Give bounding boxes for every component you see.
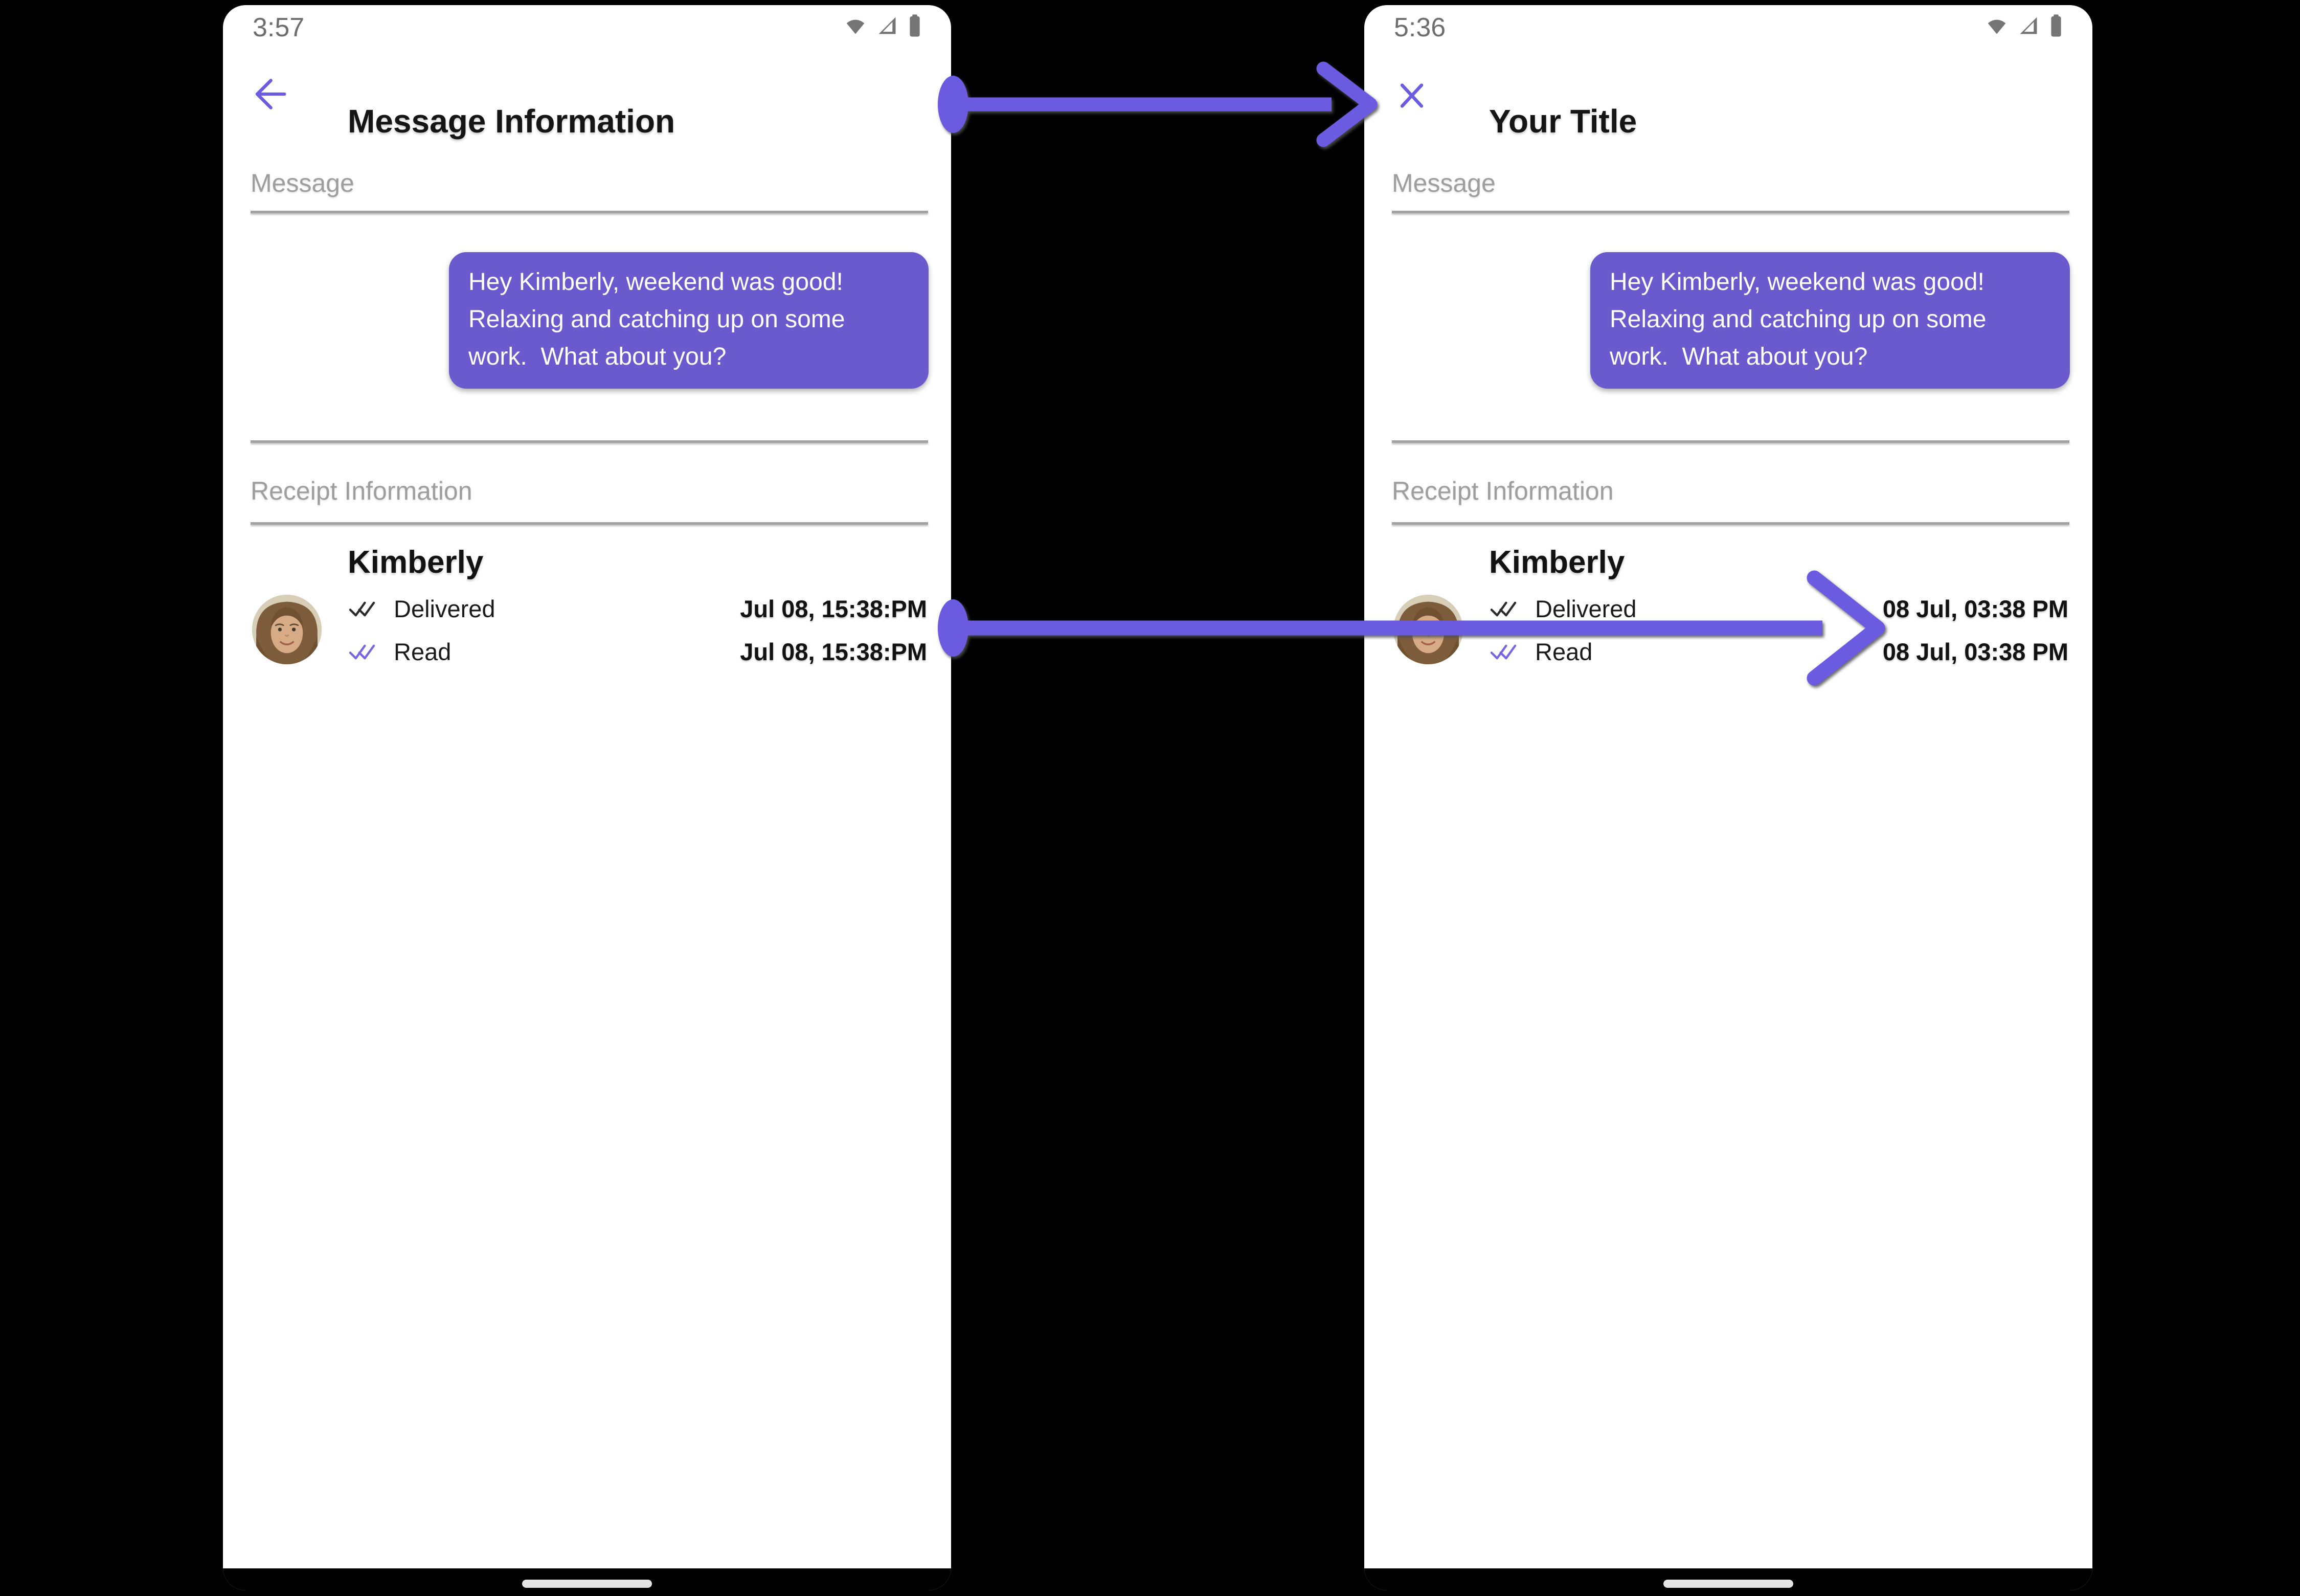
page-title: Your Title — [1489, 102, 1637, 140]
read-status-label: Read — [394, 638, 452, 665]
divider — [251, 211, 928, 213]
gesture-bar[interactable] — [1663, 1580, 1793, 1588]
close-icon[interactable] — [1394, 78, 1430, 114]
delivered-timestamp: Jul 08, 15:38:PM — [740, 595, 927, 622]
message-bubble: Hey Kimberly, weekend was good! Relaxing… — [1590, 252, 2070, 389]
back-arrow-icon[interactable] — [250, 74, 290, 115]
divider — [1392, 211, 2069, 213]
delivered-status-label: Delivered — [394, 595, 495, 622]
navigation-bar — [223, 1568, 951, 1590]
read-timestamp: Jul 08, 15:38:PM — [740, 638, 927, 665]
status-time: 3:57 — [253, 13, 305, 42]
contact-name: Kimberly — [1489, 545, 1625, 580]
read-double-check-icon — [1489, 642, 1518, 662]
message-section-label: Message — [1392, 169, 1496, 197]
receipt-section-label: Receipt Information — [251, 477, 472, 505]
navigation-bar — [1364, 1568, 2092, 1590]
status-time: 5:36 — [1394, 13, 1446, 42]
signal-icon — [2017, 14, 2040, 37]
read-timestamp: 08 Jul, 03:38 PM — [1882, 638, 2068, 665]
contact-name: Kimberly — [348, 545, 484, 580]
status-icons — [1985, 13, 2064, 38]
battery-icon — [2048, 13, 2064, 38]
divider — [1392, 522, 2069, 525]
phone-screen-after: 5:36 Your Title Message Hey Kimberly, we… — [1364, 5, 2092, 1590]
status-icons — [844, 13, 922, 38]
delivered-double-check-icon — [1489, 599, 1518, 619]
delivered-double-check-icon — [348, 599, 376, 619]
divider — [251, 440, 928, 443]
gesture-bar[interactable] — [522, 1580, 652, 1588]
divider — [1392, 440, 2069, 443]
delivered-status-label: Delivered — [1535, 595, 1637, 622]
read-status-label: Read — [1535, 638, 1593, 665]
battery-icon — [907, 13, 922, 38]
receipt-section-label: Receipt Information — [1392, 477, 1614, 505]
header-change-arrow-icon — [938, 61, 1378, 147]
page-title: Message Information — [348, 102, 675, 140]
timestamp-change-arrow-icon — [938, 570, 1885, 686]
wifi-icon — [1985, 14, 2009, 37]
wifi-icon — [844, 14, 867, 37]
avatar — [252, 595, 322, 664]
divider — [251, 522, 928, 525]
delivered-timestamp: 08 Jul, 03:38 PM — [1882, 595, 2068, 622]
message-section-label: Message — [251, 169, 354, 197]
phone-screen-before: 3:57 Message Information Message Hey Kim… — [223, 5, 951, 1590]
read-double-check-icon — [348, 642, 376, 662]
signal-icon — [875, 14, 899, 37]
message-bubble: Hey Kimberly, weekend was good! Relaxing… — [449, 252, 929, 389]
